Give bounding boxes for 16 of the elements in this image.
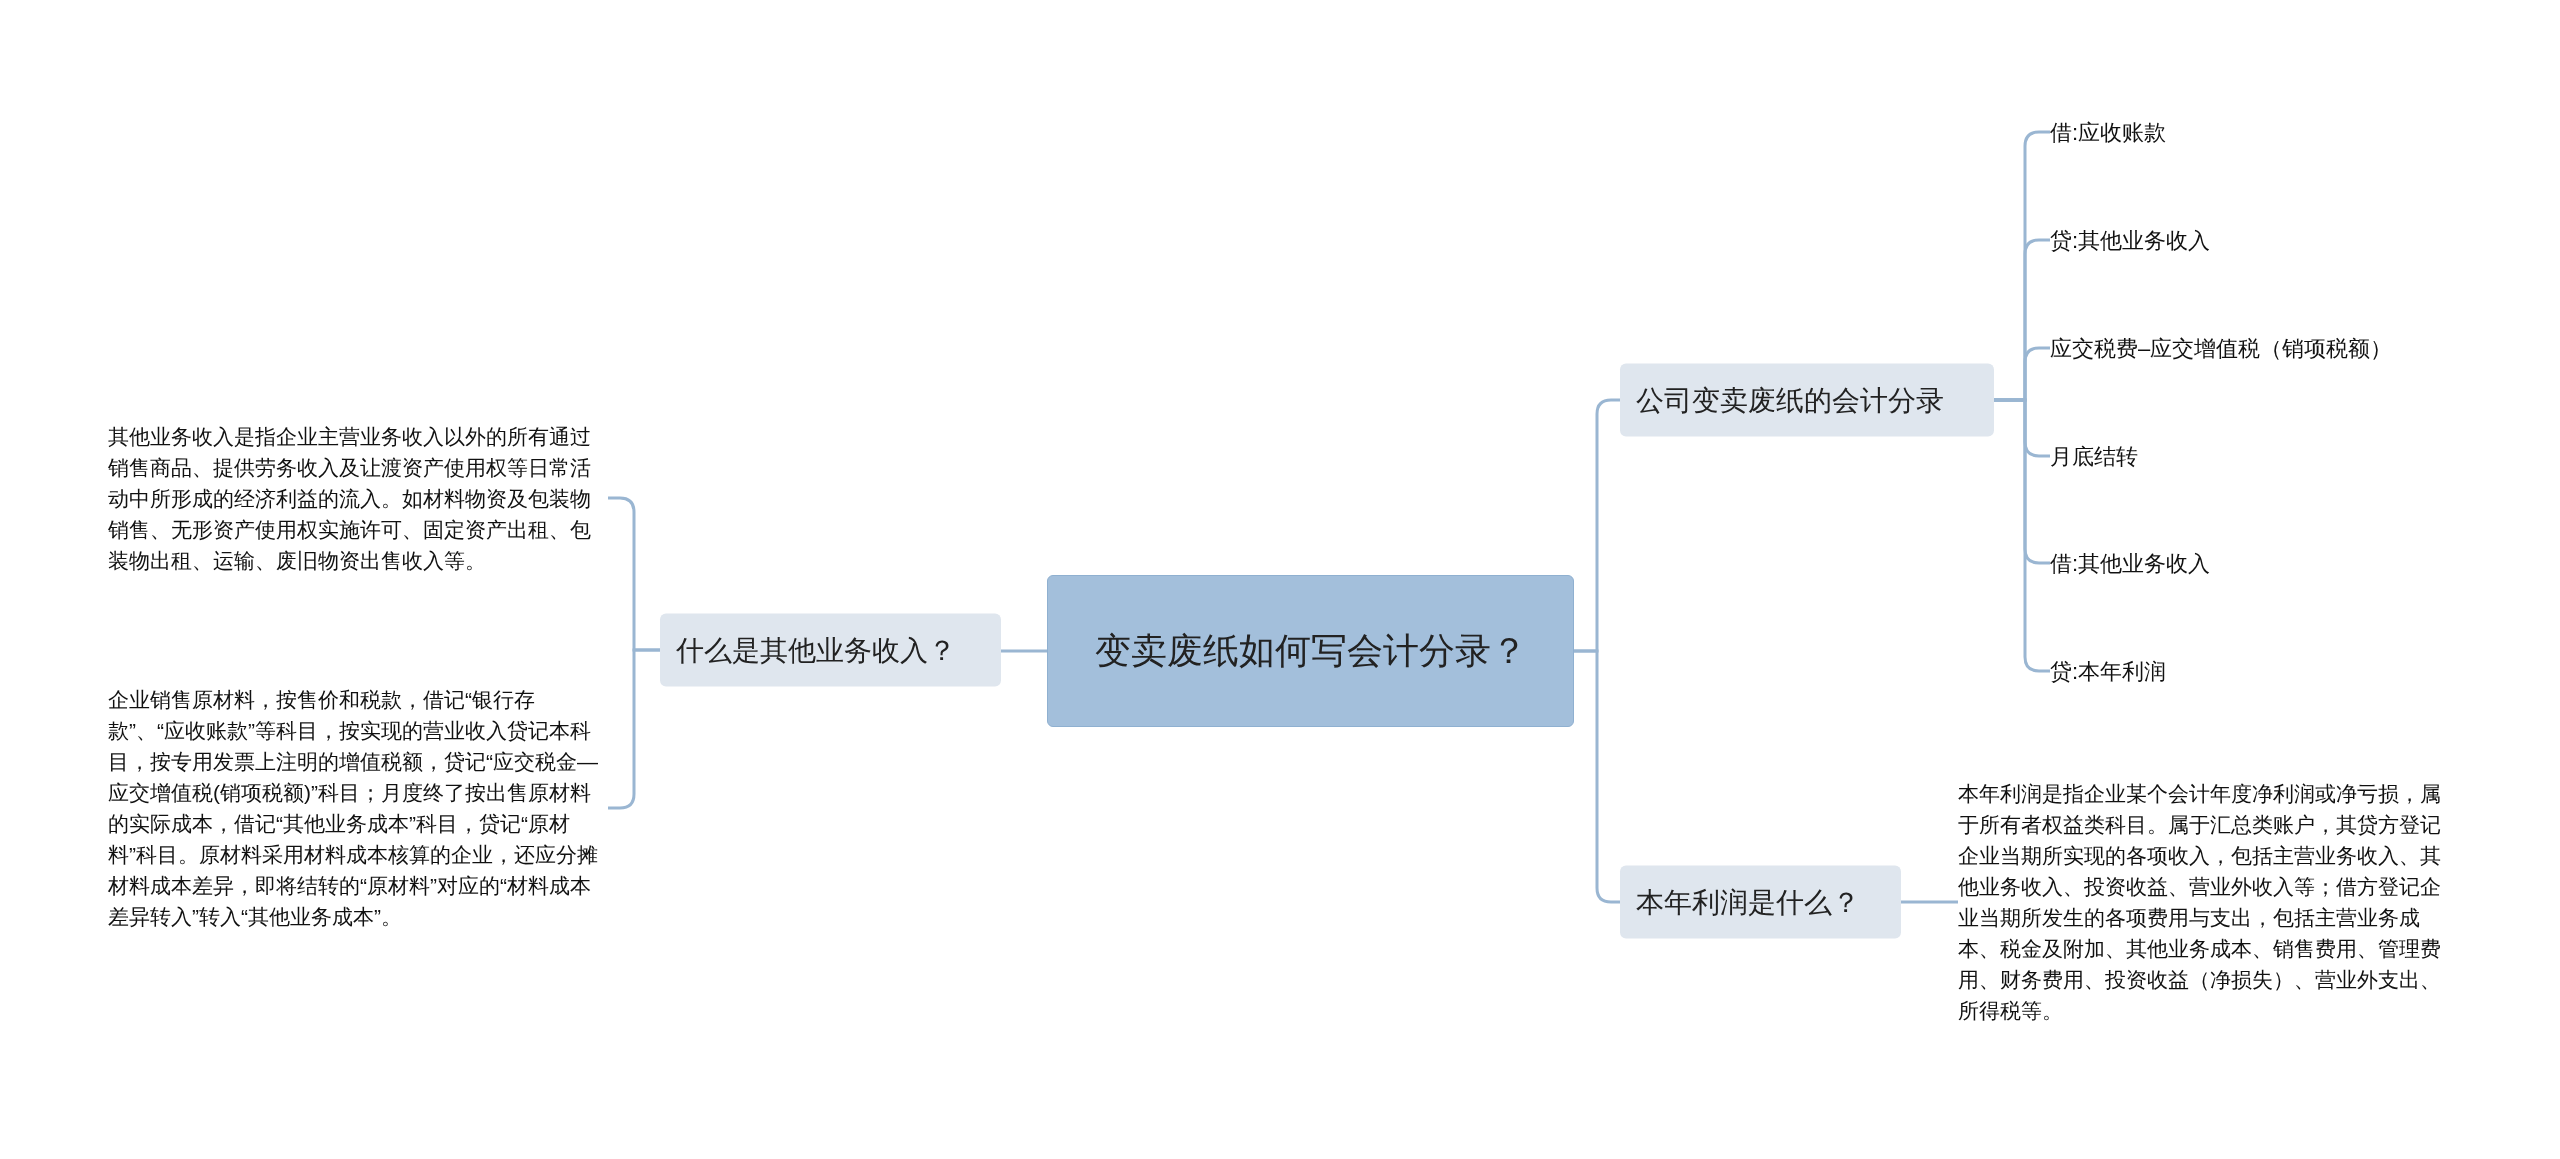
note-text: 企业销售原材料，按售价和税款，借记“银行存款”、“应收账款”等科目，按实现的营业收入贷记本科目，按专用发票上注明的增值税额，贷记“应交税金—应交增值税(销项税额)”科目；月度终了按出售原材料的实际成本，借记“其他业务成本”科目，贷记“原材料”科目。原材料采用材料成本核算的企业，还应分摊材料成本差异，即将结转的“原材料”对应的“材料成本差异转入”转入“其他业务成本”。 — [108, 684, 608, 932]
topic-box: 什么是其他业务收入？ — [660, 613, 1001, 687]
note-text: 本年利润是指企业某个会计年度净利润或净亏损，属于所有者权益类科目。属于汇总类账户，其贷方登记企业当期所实现的各项收入，包括主营业务收入、其他业务收入、投资收益、营业外收入等；借方登记企业当期所发生的各项费用与支出，包括主营业务成本、税金及附加、其他业务成本、销售费用、管理费用、财务费用、投资收益（净损失）、营业外支出、所得税等。 — [1958, 778, 2458, 1026]
entry-text: 贷:其他业务收入 — [2050, 223, 2211, 257]
topic-box: 公司变卖废纸的会计分录 — [1620, 363, 1994, 437]
connector-line — [1901, 900, 1958, 904]
entry-text: 月底结转 — [2050, 439, 2138, 473]
note-text: 其他业务收入是指企业主营业务收入以外的所有通过销售商品、提供劳务收入及让渡资产使用权等日常活动中所形成的经济利益的流入。如材料物资及包装物销售、无形资产使用权实施许可、固定资产出租、包装物出租、运输、废旧物资出售收入等。 — [108, 420, 608, 576]
entry-text: 应交税费–应交增值税（销项税额） — [2050, 331, 2393, 365]
entry-text: 借:应收账款 — [2050, 115, 2167, 149]
entry-text: 贷:本年利润 — [2050, 654, 2167, 688]
connector-line — [1001, 649, 1047, 653]
connector-line — [1574, 649, 1620, 904]
entry-text: 借:其他业务收入 — [2050, 546, 2211, 580]
topic-box: 本年利润是什么？ — [1620, 865, 1901, 939]
root-topic-box: 变卖废纸如何写会计分录？ — [1047, 575, 1574, 727]
